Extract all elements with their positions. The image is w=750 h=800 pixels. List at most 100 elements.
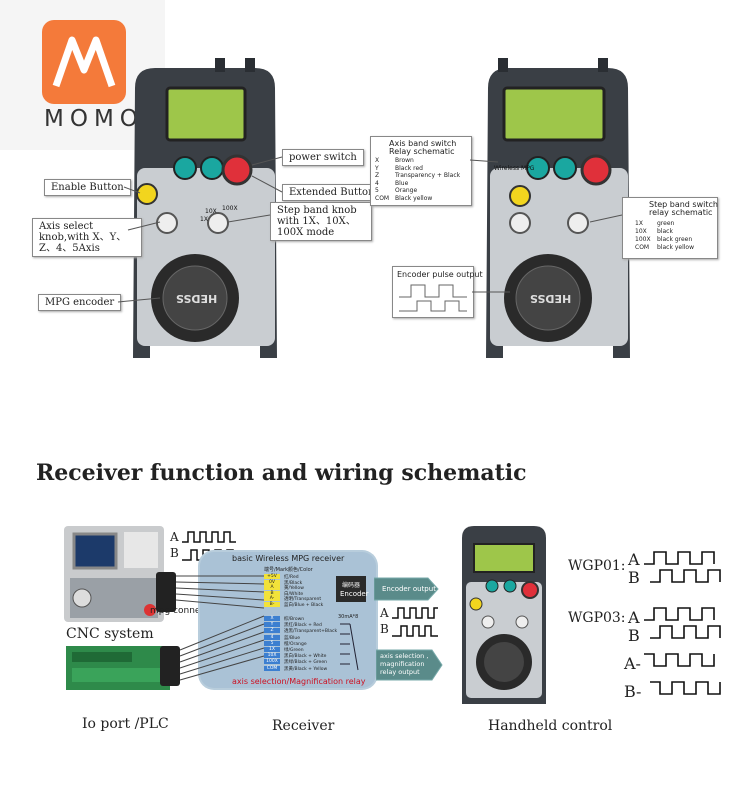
encoder-box-label: Encoder bbox=[340, 590, 369, 598]
callout-leaders-right bbox=[469, 159, 623, 293]
handheld-control-image bbox=[462, 526, 546, 704]
handheld-pendant-left bbox=[133, 58, 277, 358]
receiver-pin-color: 绿/Green bbox=[284, 648, 304, 653]
receiver-title: basic Wireless MPG receiver bbox=[232, 554, 345, 563]
receiver-pin-mark: 10X bbox=[264, 653, 280, 659]
col-header-color: 颜色/Color bbox=[288, 567, 313, 573]
encoder-box bbox=[336, 576, 366, 602]
logo-text: MOMO bbox=[44, 106, 144, 132]
axis-relay-wire: Black red bbox=[395, 164, 423, 172]
receiver-pin-color: 黄/Yellow bbox=[284, 586, 304, 591]
axis-relay-key: 5 bbox=[375, 187, 379, 194]
section-title: Receiver function and wiring schematic bbox=[36, 460, 527, 486]
wave-b-mid-label: B bbox=[380, 622, 389, 636]
mpg-connect-label: mpg connect port bbox=[150, 606, 231, 616]
receiver-pin-mark: COM bbox=[264, 665, 280, 671]
receiver-pin-mark: Z bbox=[264, 628, 280, 634]
brand-logo: MOMO bbox=[0, 0, 165, 150]
logo-mark-icon bbox=[42, 20, 126, 104]
axis-select-text: Axis select knob,with X、Y、Z、4、5Axis bbox=[39, 221, 127, 254]
pendant-brand-small: Wireless MPG bbox=[494, 165, 535, 172]
io-label: Io port /PLC bbox=[82, 716, 169, 732]
cnc-system-image bbox=[64, 526, 164, 622]
step-mark-1x: 1X bbox=[200, 216, 208, 223]
encoder-box-cn: 编码器 bbox=[342, 582, 361, 589]
axis-relay-key: COM bbox=[375, 194, 390, 202]
receiver-pin-mark: B- bbox=[264, 601, 280, 607]
receiver-pin-color: 蓝/Blue bbox=[284, 635, 300, 641]
axis-select-callout: Axis select knob,with X、Y、Z、4、5Axis bbox=[32, 218, 142, 257]
col-header-mark: 端号/Mark bbox=[264, 567, 289, 573]
cnc-label: CNC system bbox=[66, 626, 154, 642]
axis-relay-key: X bbox=[375, 157, 380, 164]
wgp01-b-label: B bbox=[628, 568, 640, 587]
axis-relay-title-2: Relay schematic bbox=[389, 147, 455, 156]
wgp03-b-label: B bbox=[628, 626, 640, 645]
wires-cnc-to-receiver bbox=[176, 575, 265, 681]
wave-b-cnc-label: B bbox=[170, 546, 179, 560]
wave-a-cnc-label: A bbox=[170, 530, 179, 544]
step-relay-wire: black green bbox=[657, 236, 693, 243]
axis-relay-key: 4 bbox=[375, 179, 379, 187]
receiver-pin-mark: 5 bbox=[264, 640, 280, 646]
receiver-pin-color: 白/White bbox=[284, 591, 304, 597]
io-connector bbox=[160, 646, 180, 686]
encoder-output-arrow bbox=[374, 577, 439, 601]
receiver-pin-color: 透明/Transparent bbox=[284, 597, 322, 602]
receiver-pin-color: 黑绿/Black + Green bbox=[284, 660, 327, 666]
encoder-pulse-label: Encoder pulse output bbox=[397, 270, 483, 279]
io-port-board-image bbox=[66, 646, 170, 690]
step-relay-wire: black bbox=[657, 228, 673, 235]
receiver-pin-color: 棕/Brown bbox=[284, 617, 305, 622]
wgp03-label: WGP03: bbox=[568, 610, 626, 626]
axis-relay-output-text: axis selection , magnification relay out… bbox=[380, 652, 429, 676]
receiver-pin-mark: +5V bbox=[264, 574, 280, 579]
step-relay-key: 1X bbox=[635, 220, 643, 227]
axis-relay-output-arrow bbox=[376, 649, 443, 681]
step-band-callout: Step band knob with 1X、10X、100X mode bbox=[270, 202, 372, 241]
receiver-pin-color: 黑白/Black + White bbox=[284, 654, 327, 660]
step-relay-key: COM bbox=[635, 244, 650, 251]
receiver-pin-mark: A bbox=[264, 585, 280, 590]
receiver-pin-color: 黑/Black bbox=[284, 580, 303, 586]
encoder-output-label: Encoder output bbox=[382, 585, 436, 593]
receiver-pin-color: 黑红/Black + Red bbox=[284, 623, 322, 629]
relay-load-label: 30mA*8 bbox=[338, 614, 359, 620]
callout-leaders-left bbox=[117, 156, 283, 303]
receiver-bottom-bar: axis selection/Magnification relay bbox=[232, 677, 366, 686]
wgp01-a-label: A bbox=[628, 550, 640, 569]
step-band-text: Step band knob with 1X、10X、100X mode bbox=[277, 205, 357, 238]
axis-relay-key: Z bbox=[375, 172, 380, 179]
wgp03-a-label: A bbox=[628, 608, 640, 627]
power-switch-callout: power switch bbox=[282, 149, 364, 166]
receiver-panel bbox=[200, 552, 376, 688]
receiver-pin-mark: 1X bbox=[264, 647, 280, 652]
wave-ab-mid bbox=[392, 607, 438, 637]
receiver-pin-color: 红/Red bbox=[284, 575, 299, 580]
handheld-pendant-right bbox=[486, 58, 630, 358]
receiver-pin-color: 橙/Orange bbox=[284, 641, 307, 647]
enable-button-callout: Enable Button bbox=[44, 179, 131, 196]
receiver-pin-mark: Y bbox=[264, 622, 280, 628]
wgp03-aneg-label: A- bbox=[624, 654, 641, 673]
step-relay-wire: black yellow bbox=[657, 244, 694, 251]
wgp-waveforms bbox=[644, 551, 721, 695]
receiver-pin-mark: X bbox=[264, 616, 280, 621]
axis-relay-output-label: axis selection , magnification relay out… bbox=[380, 652, 436, 676]
step-relay-key: 100X bbox=[635, 236, 651, 243]
handheld-label: Handheld control bbox=[488, 718, 613, 734]
step-relay-title-1: Step band switch bbox=[649, 200, 718, 209]
receiver-label: Receiver bbox=[272, 718, 335, 734]
receiver-pin-mark: 4 bbox=[264, 634, 280, 640]
receiver-pin-color: 透黑/Transparent+Black bbox=[284, 629, 338, 635]
receiver-pin-mark: B bbox=[264, 590, 280, 596]
axis-relay-wire: Brown bbox=[395, 157, 414, 164]
receiver-pin-color: 黑黄/Black + Yellow bbox=[284, 666, 328, 672]
axis-relay-wire: Black yellow bbox=[395, 194, 433, 202]
axis-relay-wire: Orange bbox=[395, 187, 418, 194]
receiver-pin-color: 蓝白/Blue + Black bbox=[284, 602, 324, 608]
step-mark-10x: 10X bbox=[205, 208, 217, 215]
receiver-pin-mark: A- bbox=[264, 596, 280, 601]
